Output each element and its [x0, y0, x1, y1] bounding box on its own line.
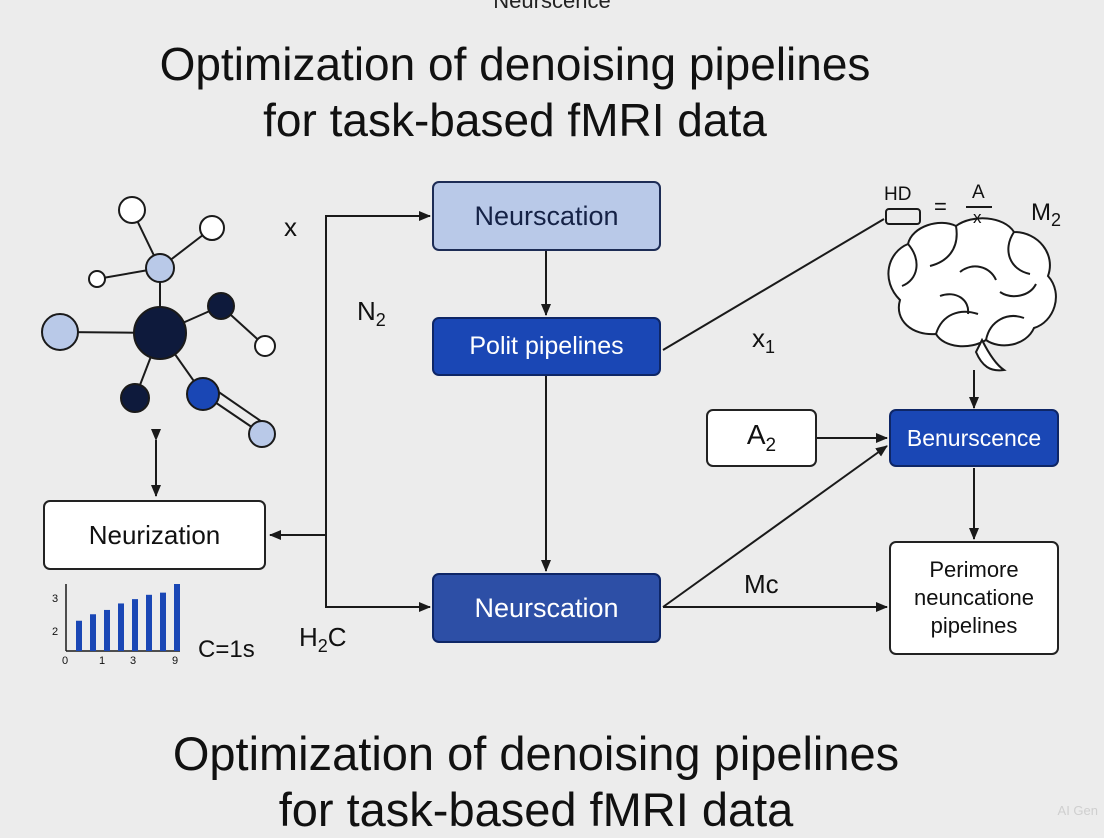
atom-node [41, 313, 79, 351]
node-polit-pipelines: Polit pipelines [432, 317, 661, 376]
split-arrow-top [325, 211, 431, 535]
node-neurscation-top: Neurscation [432, 181, 661, 251]
label-frac-den: x [973, 208, 982, 227]
x-tick-label: 9 [172, 655, 178, 667]
y-tick-label: 3 [52, 593, 58, 605]
chart-bar [146, 594, 152, 651]
node-label: Neurscation [474, 200, 619, 231]
label-hd: HD [884, 184, 912, 205]
title-line-2: for task-based fMRI data [263, 94, 767, 146]
node-a2: A2 [706, 409, 817, 467]
node-perimore: Perimore neuncatione pipelines [889, 541, 1059, 655]
label-n2: N2 [357, 296, 386, 330]
node-label-line: Perimore [929, 557, 1019, 582]
chart-bar [90, 614, 96, 651]
formula-box [885, 208, 921, 225]
node-label: Polit pipelines [469, 332, 624, 360]
label-mc: Mc [744, 569, 779, 599]
node-label: Neurization [88, 519, 221, 550]
atom-node [207, 292, 235, 320]
connectors [151, 211, 979, 612]
atom-node [88, 270, 106, 288]
x-tick-label: 1 [99, 655, 105, 667]
label-frac-num: A [972, 182, 985, 203]
title-line-2: for task-based fMRI data [278, 783, 794, 836]
top-label: Neurscence [493, 0, 611, 13]
formula [885, 206, 992, 225]
mini-chart-bars [76, 584, 180, 651]
title-line-1: Optimization of denoising pipelines [172, 727, 900, 780]
chart-bar [118, 603, 124, 651]
label-h2c: H2C [299, 622, 347, 656]
brain-icon [887, 217, 1057, 372]
molecule-nodes [41, 196, 276, 448]
node-neurscation-bottom: Neurscation [432, 573, 661, 643]
atom-node [199, 215, 225, 241]
x-tick-label: 3 [130, 655, 136, 667]
split-arrow-bottom [325, 535, 431, 612]
atom-node [118, 196, 146, 224]
y-tick-label: 2 [52, 626, 58, 638]
chart-bar [160, 592, 166, 651]
node-neurization: Neurization [43, 500, 266, 570]
atom-node [254, 335, 276, 357]
node-label: Benurscence [906, 424, 1042, 451]
atom-node [248, 420, 276, 448]
node-label-line: neuncatione [914, 585, 1034, 610]
watermark: AI Gen [1057, 803, 1098, 818]
link-polit-to-formula [662, 218, 885, 351]
chart-bar [104, 609, 110, 651]
label-x: x [284, 212, 297, 242]
label-equals: = [934, 194, 947, 219]
page-title-top: Optimization of denoising pipelines for … [0, 36, 1030, 148]
node-label-line: pipelines [930, 613, 1018, 638]
atom-node [120, 383, 150, 413]
chart-bar [76, 620, 82, 651]
chart-bar [174, 584, 180, 651]
atom-node [145, 253, 175, 283]
label-x1: x1 [752, 323, 776, 357]
node-label: Neurscation [474, 592, 619, 623]
arrow-neurscation-to-benurscence [662, 445, 888, 608]
x-tick-label: 0 [62, 655, 68, 667]
atom-node [133, 306, 187, 360]
page-title-bottom: Optimization of denoising pipelines for … [0, 726, 1072, 838]
chart-bar [132, 599, 138, 651]
label-m2: M2 [1031, 199, 1062, 230]
label-c1s: C=1s [198, 636, 255, 663]
atom-node [186, 377, 220, 411]
node-benurscence: Benurscence [889, 409, 1059, 467]
node-label: A2 [746, 419, 777, 456]
title-line-1: Optimization of denoising pipelines [159, 38, 871, 90]
